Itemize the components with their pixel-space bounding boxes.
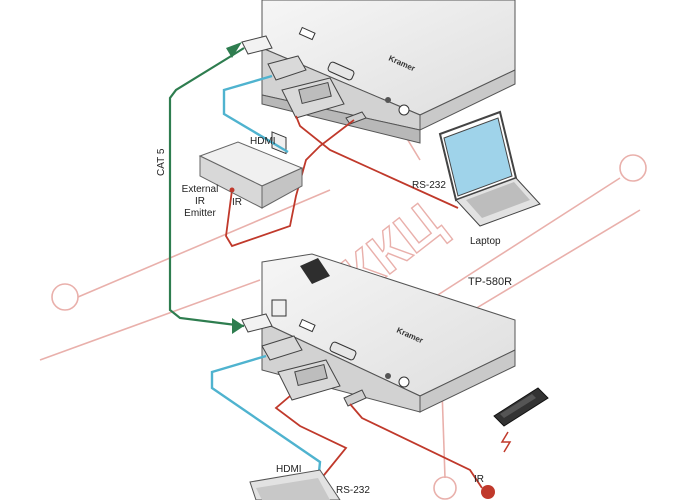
bottom-rj45-plug [241, 313, 273, 333]
label-model-tp580r: TP-580R [468, 276, 513, 288]
cat5-arrow-top [226, 42, 242, 58]
ir-sensor-icon [385, 97, 391, 103]
label-ir-middle: IR [195, 196, 205, 207]
ir-signal-icon [500, 431, 512, 453]
ir-cable-top [225, 119, 355, 248]
ir-remote-icon [493, 387, 549, 427]
rs232-cable-bottom [274, 395, 348, 481]
bottom-device-logo [300, 258, 330, 284]
laptop-keys [466, 182, 530, 218]
rs232-cable-top [295, 115, 459, 209]
top-db9-plug-face [298, 81, 332, 105]
label-external-ir-emitter: External IR Emitter [176, 184, 224, 220]
laptop-screen [443, 117, 513, 197]
power-jack-icon [398, 104, 410, 116]
label-cat5: CAT 5 [156, 148, 167, 176]
hdmi-cable-top [222, 74, 289, 154]
label-rs232-top: RS-232 [412, 180, 446, 191]
db9-port-icon [327, 61, 355, 81]
bottom-db9-port-icon [329, 341, 357, 361]
bottom-ir-sensor-icon [385, 373, 391, 379]
bottom-ir-plug [343, 389, 367, 407]
label-laptop: Laptop [470, 236, 501, 247]
bottom-rj45-port-icon [271, 299, 287, 317]
top-connectors [241, 35, 367, 125]
hdmi-port-icon [298, 26, 316, 41]
label-ir-bottom: IR [474, 474, 484, 485]
watermark-circle-bottom [433, 476, 457, 500]
ir-receiver-bulb-icon [481, 485, 495, 499]
bottom-hdmi-port-icon [298, 318, 316, 333]
ir-emitter-icon [198, 141, 304, 209]
bottom-power-jack-icon [398, 376, 410, 388]
bottom-hdmi-plug [261, 335, 303, 361]
display-device [249, 469, 341, 500]
watermark-circle-left [51, 283, 79, 311]
label-hdmi-top: HDMI [250, 136, 276, 147]
label-emitter: Emitter [184, 208, 216, 219]
watermark-line-left [77, 189, 331, 298]
watermark-circle-right [619, 154, 647, 182]
bottom-db9-plug-face [294, 363, 328, 387]
label-hdmi-bottom: HDMI [276, 464, 302, 475]
label-rs232-bottom: RS-232 [336, 485, 370, 496]
top-rj45-plug [241, 35, 273, 55]
top-device: Kramer [261, 0, 516, 155]
cat5-cable [168, 47, 245, 328]
bottom-connectors [241, 313, 367, 407]
hdmi-cable-bottom [210, 354, 322, 483]
bottom-device-side [419, 349, 516, 413]
top-hdmi-plug [267, 55, 307, 81]
top-device-side [419, 69, 516, 131]
cat5-arrow-bottom [232, 318, 244, 334]
label-ir-top: IR [232, 197, 242, 208]
laptop-icon [438, 110, 541, 227]
label-external: External [181, 184, 219, 195]
watermark-line-leftlow [39, 279, 261, 361]
ir-cable-bottom [349, 403, 483, 489]
watermark-line-right [429, 177, 621, 301]
top-ir-plug [345, 111, 367, 125]
